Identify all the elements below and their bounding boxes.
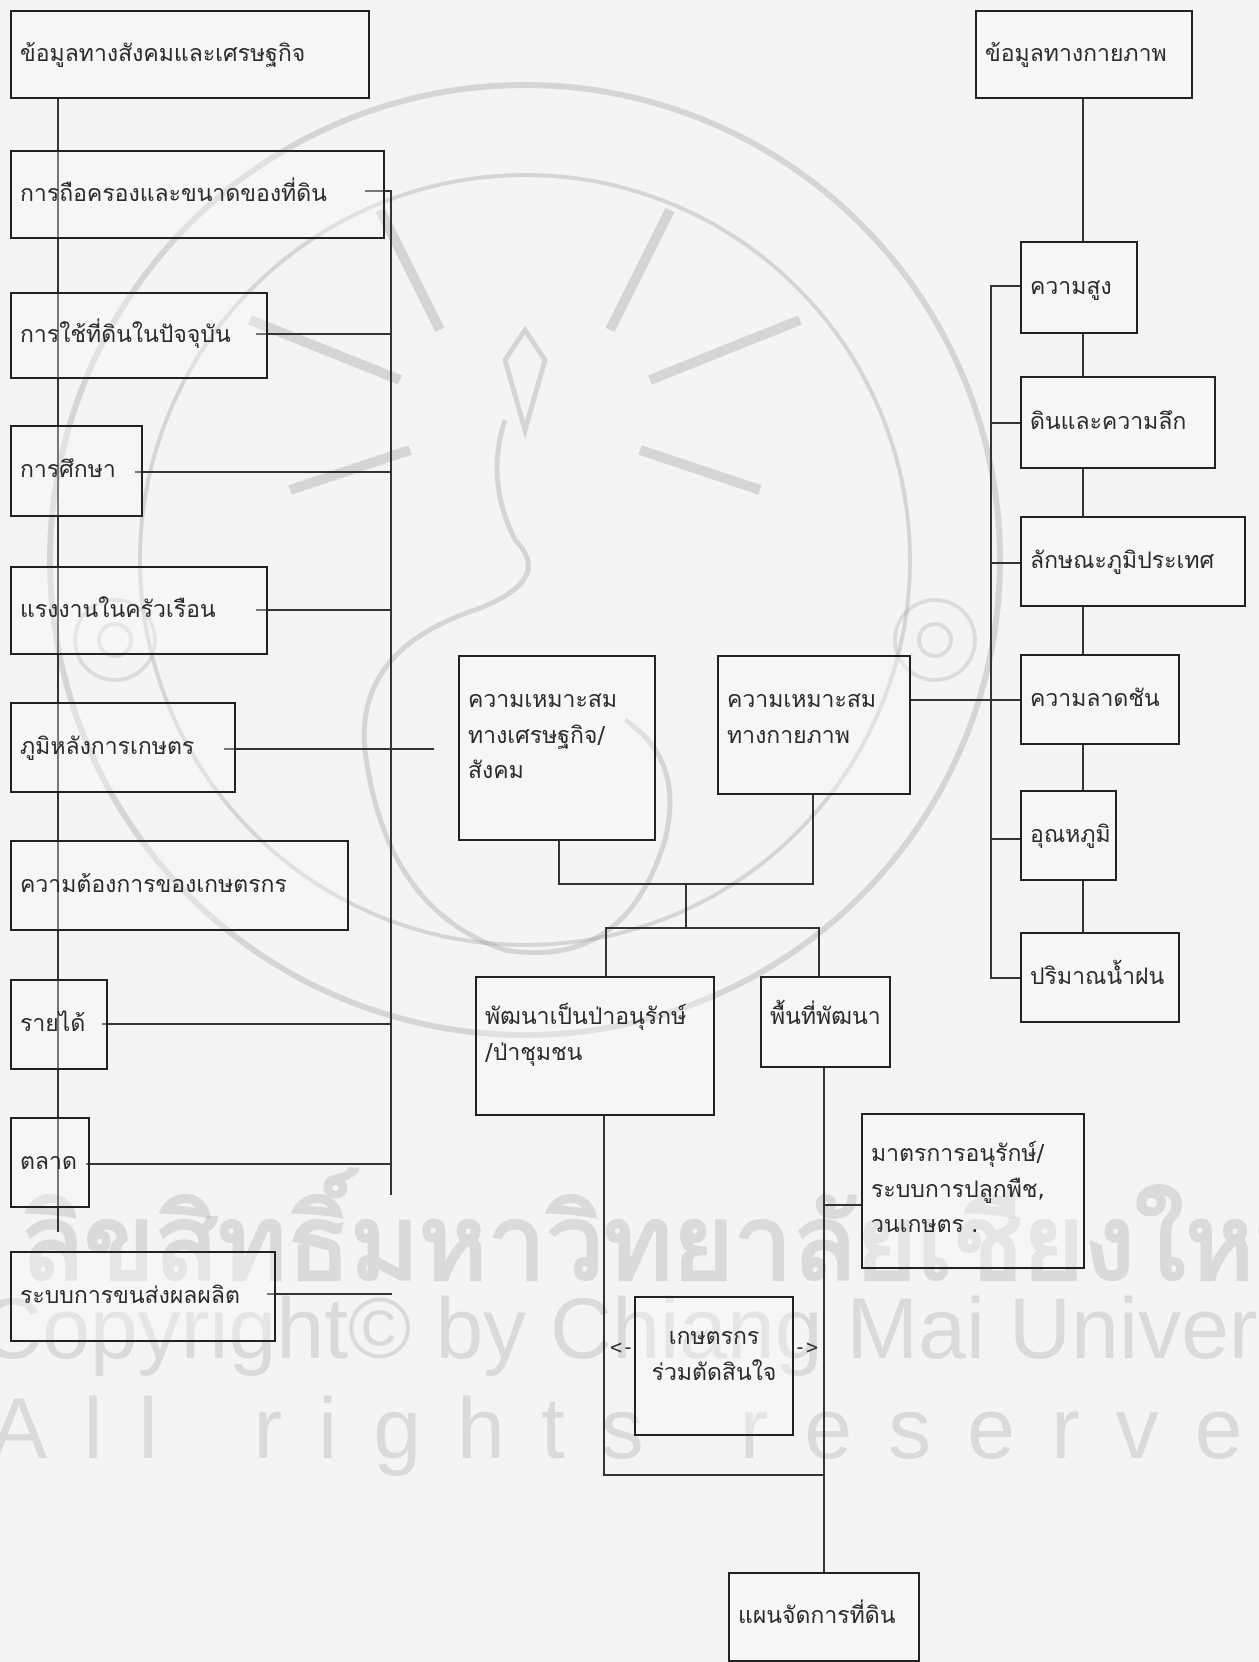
connector	[86, 1163, 392, 1165]
connector	[990, 977, 1020, 979]
farmer-decision-box: เกษตรกร ร่วมตัดสินใจ	[634, 1296, 794, 1436]
connector	[267, 1293, 392, 1295]
soil-depth-box: ดินและความลึก	[1020, 376, 1216, 469]
watermark-copyright-line: Copyright© by Chiang Mai University	[0, 1281, 1259, 1377]
conservation-measures-box: มาตรการอนุรักษ์/ ระบบการปลูกพืช, วนเกษตร…	[861, 1113, 1085, 1269]
income-box: รายได้	[10, 979, 108, 1070]
education-box: การศึกษา	[10, 425, 143, 517]
connector	[365, 190, 392, 192]
household-labor-box: แรงงานในครัวเรือน	[10, 566, 268, 655]
box-line: ทางกายภาพ	[727, 722, 850, 749]
slope-box: ความลาดชัน	[1020, 654, 1180, 745]
connector	[224, 748, 434, 750]
box-line: วนเกษตร .	[871, 1212, 979, 1239]
connector	[605, 927, 820, 929]
watermark-thai-copyright: ลิขสิทธิ์มหาวิทยาลัยเชียงใหม่	[20, 1186, 1259, 1302]
connector	[256, 609, 392, 611]
connector	[685, 883, 687, 928]
box-line: เกษตรกร	[668, 1324, 760, 1350]
community-forest-box: พัฒนาเป็นป่าอนุรักษ์ /ป่าชุมชน	[475, 976, 715, 1116]
box-line: ความเหมาะสม	[727, 687, 877, 713]
box-line: สังคม	[468, 758, 524, 785]
connector	[990, 562, 1020, 564]
connector	[1082, 334, 1084, 376]
connector	[990, 285, 1020, 287]
connector	[812, 795, 814, 885]
box-line: ความเหมาะสม	[468, 687, 618, 713]
current-land-use-box: การใช้ที่ดินในปัจจุบัน	[10, 292, 268, 379]
connector	[57, 97, 59, 1232]
box-line: ทางเศรษฐกิจ/	[468, 722, 606, 749]
physical-suitability-box: ความเหมาะสม ทางกายภาพ	[717, 655, 911, 795]
connector	[558, 840, 560, 884]
market-box: ตลาด	[10, 1117, 90, 1208]
connector	[990, 285, 992, 977]
connector	[390, 190, 392, 1195]
rainfall-box: ปริมาณน้ำฝน	[1020, 932, 1180, 1023]
connector	[910, 699, 1020, 701]
connector	[1082, 880, 1084, 932]
connector	[256, 333, 392, 335]
box-line: พัฒนาเป็นป่าอนุรักษ์	[485, 1004, 687, 1030]
connector	[603, 1115, 605, 1475]
elevation-box: ความสูง	[1020, 241, 1138, 334]
land-management-plan-box: แผนจัดการที่ดิน	[728, 1572, 920, 1662]
arrow-right-icon: ->	[794, 1335, 819, 1359]
development-area-box: พื้นที่พัฒนา	[760, 976, 891, 1068]
connector	[823, 1067, 825, 1573]
box-line: /ป่าชุมชน	[485, 1039, 583, 1066]
watermark-rights-line: All rights reserved	[0, 1381, 1259, 1477]
box-line: ระบบการปลูกพืช,	[871, 1176, 1045, 1203]
box-line: มาตรการอนุรักษ์/	[871, 1141, 1045, 1167]
topography-box: ลักษณะภูมิประเทศ	[1020, 516, 1246, 607]
connector	[818, 927, 820, 977]
connector	[990, 422, 1020, 424]
arrow-left-icon: <-	[610, 1335, 635, 1359]
connector	[1082, 744, 1084, 790]
connector	[823, 1204, 861, 1206]
connector	[1082, 468, 1084, 516]
connector	[990, 838, 1020, 840]
socioeconomic-data-header: ข้อมูลทางสังคมและเศรษฐกิจ	[10, 10, 370, 99]
connector	[605, 927, 607, 977]
physical-data-header: ข้อมูลทางกายภาพ	[975, 10, 1193, 99]
farmer-needs-box: ความต้องการของเกษตรกร	[10, 840, 349, 931]
transport-system-box: ระบบการขนส่งผลผลิต	[10, 1251, 276, 1342]
connector	[135, 471, 392, 473]
temperature-box: อุณหภูมิ	[1020, 790, 1117, 881]
connector	[1082, 606, 1084, 654]
agricultural-background-box: ภูมิหลังการเกษตร	[10, 702, 236, 793]
box-line: ร่วมตัดสินใจ	[651, 1359, 777, 1386]
connector	[102, 1023, 392, 1025]
economic-social-suitability-box: ความเหมาะสม ทางเศรษฐกิจ/ สังคม	[458, 655, 656, 841]
connector	[603, 1474, 825, 1476]
connector	[1082, 97, 1084, 242]
land-tenure-box: การถือครองและขนาดของที่ดิน	[10, 150, 385, 239]
